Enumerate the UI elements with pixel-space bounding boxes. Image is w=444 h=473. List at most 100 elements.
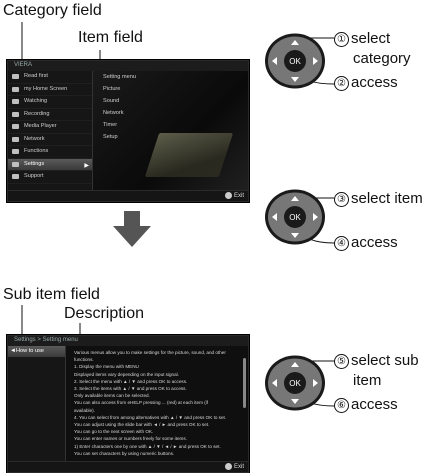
item-row[interactable]: Picture bbox=[103, 86, 121, 92]
category-label: Recording bbox=[24, 110, 50, 117]
screen-header: Settings > Setting menu bbox=[8, 336, 248, 346]
category-label: Functions bbox=[24, 148, 49, 154]
category-label: Media Player bbox=[24, 123, 57, 129]
category-label: Read first bbox=[24, 73, 48, 79]
step-6-num: ⑥ bbox=[334, 398, 349, 413]
description-line: functions. bbox=[74, 357, 94, 363]
dpad-1: OK bbox=[264, 32, 326, 90]
book-illustration bbox=[144, 133, 234, 177]
description-line: Various menus allow you to make settings… bbox=[74, 350, 226, 355]
description-line: 1) Enter characters one by one with ▲ / … bbox=[74, 443, 221, 449]
sub-item-label: How to use bbox=[16, 348, 44, 354]
dpad-2: OK bbox=[264, 188, 326, 246]
description-line: Only available items can be selected. bbox=[74, 393, 150, 399]
screen-header: VIERA bbox=[8, 61, 248, 71]
category-label: Settings bbox=[24, 160, 45, 167]
exit-button[interactable]: Exit bbox=[224, 463, 244, 471]
step-5-text: select sub bbox=[351, 352, 419, 369]
step-2-num: ② bbox=[334, 76, 349, 91]
screen-header-text: VIERA bbox=[14, 62, 33, 68]
sub-item-field-label: Sub item field bbox=[3, 286, 100, 303]
item-field-label: Item field bbox=[78, 29, 143, 46]
item-row[interactable]: Timer bbox=[103, 122, 118, 128]
step-2-text: access bbox=[351, 74, 398, 91]
ok-label: OK bbox=[289, 57, 301, 66]
description-line: available). bbox=[74, 407, 95, 413]
category-item[interactable]: Recording bbox=[8, 109, 92, 121]
category-icon bbox=[12, 136, 19, 142]
category-icon bbox=[12, 124, 19, 129]
category-item[interactable]: Network bbox=[8, 134, 92, 146]
category-icon bbox=[12, 74, 19, 79]
step-3-text: select item bbox=[351, 190, 423, 207]
down-arrow-icon bbox=[113, 211, 151, 247]
step-4-text: access bbox=[351, 234, 398, 251]
category-item[interactable]: Support bbox=[8, 171, 92, 184]
step-1b: category bbox=[353, 50, 411, 67]
ok-label: OK bbox=[289, 213, 301, 222]
exit-button[interactable]: Exit bbox=[224, 192, 244, 200]
step-1-text: select bbox=[351, 30, 391, 47]
right-arrow-icon: ▶ bbox=[84, 162, 89, 169]
step-5-num: ⑤ bbox=[334, 354, 349, 369]
category-icon bbox=[12, 174, 19, 179]
item-row[interactable]: Setting menu bbox=[103, 74, 136, 80]
step-4-num: ④ bbox=[334, 236, 349, 251]
description-line: 2. Select the menu with ▲ / ▼ and press … bbox=[74, 378, 188, 384]
scrollbar[interactable] bbox=[243, 358, 246, 408]
category-label: Support bbox=[24, 173, 44, 179]
description-line: You can go to the next screen with OK. bbox=[74, 429, 154, 435]
step-6-text: access bbox=[351, 396, 398, 413]
screen-footer: Exit bbox=[8, 461, 248, 472]
description-line: You can also access from eHELP pressing … bbox=[74, 400, 209, 406]
exit-label: Exit bbox=[233, 464, 244, 471]
description-line: 3. Select the items with ▲ / ▼ and press… bbox=[74, 386, 187, 392]
screen-header-text: Settings > Setting menu bbox=[14, 337, 78, 343]
item-row[interactable]: Setup bbox=[103, 134, 118, 140]
category-icon bbox=[12, 149, 19, 154]
category-item[interactable]: Settings ▶ bbox=[8, 158, 92, 171]
category-label: my Home Screen bbox=[24, 85, 68, 92]
ok-label: OK bbox=[289, 379, 301, 388]
category-icon bbox=[12, 111, 19, 117]
dpad-3: OK bbox=[264, 354, 326, 412]
category-item[interactable]: my Home Screen bbox=[8, 84, 92, 96]
category-icon bbox=[12, 161, 19, 167]
description-label: Description bbox=[64, 305, 145, 322]
category-item[interactable]: Media Player bbox=[8, 121, 92, 134]
exit-icon bbox=[224, 192, 232, 199]
category-icon bbox=[12, 86, 19, 92]
step-1-num: ① bbox=[334, 32, 349, 47]
sub-item-how-to-use[interactable]: ◄How to use bbox=[8, 346, 65, 357]
category-icon bbox=[12, 99, 19, 104]
category-item[interactable]: Read first bbox=[8, 71, 92, 84]
screen-footer: Exit bbox=[8, 190, 248, 201]
item-row[interactable]: Network bbox=[103, 110, 124, 116]
item-row[interactable]: Sound bbox=[103, 98, 120, 104]
description-line: You can adjust using the slide bar with … bbox=[74, 422, 210, 428]
description-line: Displayed items vary depending on the in… bbox=[74, 371, 179, 377]
left-arrow-icon: ◄ bbox=[10, 348, 16, 354]
exit-label: Exit bbox=[233, 193, 244, 200]
description-line: 1. Display the menu with MENU bbox=[74, 364, 139, 370]
description-line: You can set characters by using numeric … bbox=[74, 450, 175, 456]
category-item[interactable]: Watching bbox=[8, 96, 92, 109]
description-line: You can enter names or numbers freely fo… bbox=[74, 436, 187, 442]
description-column: Various menus allow you to make settings… bbox=[66, 346, 248, 462]
sub-item-column: ◄How to use bbox=[8, 346, 66, 462]
step-3-num: ③ bbox=[334, 192, 349, 207]
menu-screen-2: Settings > Setting menu ◄How to use Vari… bbox=[7, 335, 249, 473]
category-field-label: Category field bbox=[3, 2, 102, 19]
category-item[interactable]: Functions bbox=[8, 146, 92, 159]
exit-icon bbox=[224, 463, 232, 470]
description-line: 4. You can select from among alternative… bbox=[74, 414, 227, 420]
